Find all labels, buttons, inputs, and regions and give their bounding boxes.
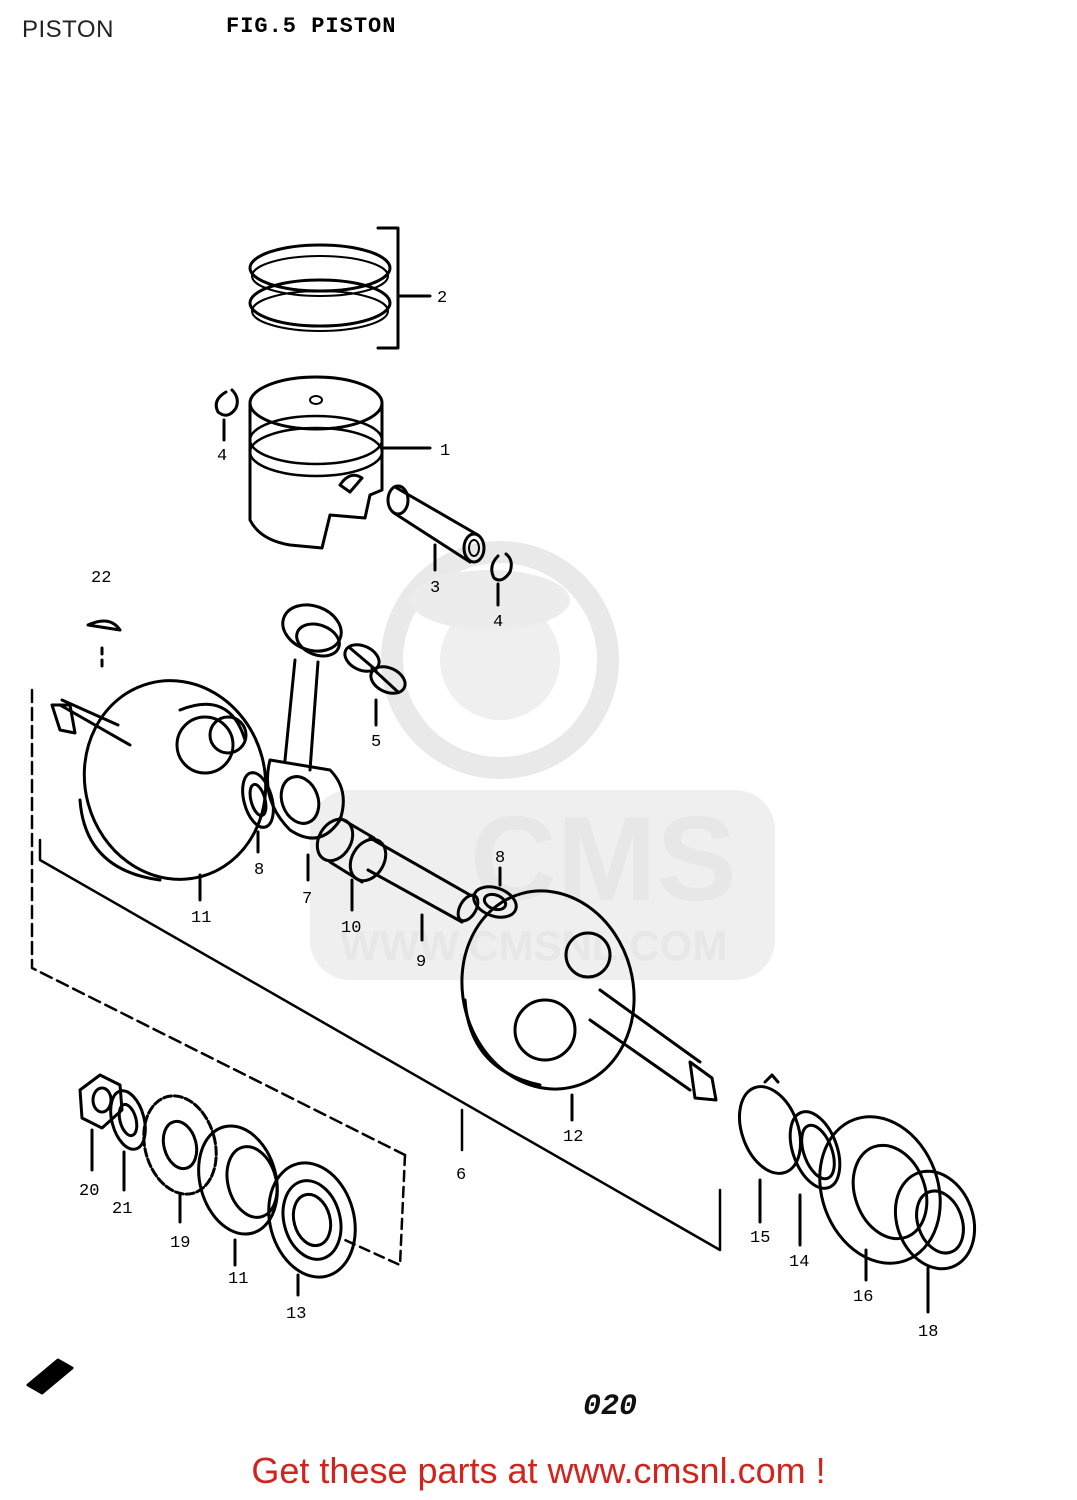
- spacer: [197, 1124, 279, 1267]
- callout-9: 9: [416, 953, 426, 972]
- crankpin-bearing: [315, 816, 388, 912]
- callout-19: 19: [170, 1234, 190, 1253]
- callout-4-right: 4: [493, 613, 503, 632]
- callout-18: 18: [918, 1323, 938, 1342]
- watermark-url: WWW.CMSNL.COM: [340, 922, 727, 969]
- thrust-washer-left: [241, 771, 275, 854]
- connecting-rod: [266, 603, 345, 882]
- watermark: CMS WWW.CMSNL.COM: [310, 541, 775, 980]
- shim: [738, 1073, 802, 1224]
- callout-8-left: 8: [254, 861, 264, 880]
- main-bearing-right: [818, 1115, 942, 1282]
- oil-seal-outer: [893, 1169, 977, 1314]
- parts-link-banner[interactable]: Get these parts at www.cmsnl.com !: [251, 1450, 826, 1491]
- watermark-brand: CMS: [470, 792, 737, 926]
- piston: [248, 375, 432, 550]
- callout-5: 5: [371, 733, 381, 752]
- section-label: PISTON: [22, 16, 114, 43]
- callout-2: 2: [437, 289, 447, 308]
- primary-drive-gear: [142, 1094, 218, 1224]
- piston-rings: [248, 226, 432, 350]
- callout-1: 1: [440, 442, 450, 461]
- figure-title: FIG.5 PISTON: [226, 14, 397, 39]
- callout-11-upper: 11: [191, 909, 211, 928]
- callout-21: 21: [112, 1200, 132, 1219]
- crankshaft-left: [50, 679, 268, 902]
- nut: [78, 1073, 124, 1172]
- callout-16: 16: [853, 1288, 873, 1307]
- assembly-bracket: [30, 688, 722, 1267]
- callout-8-right: 8: [495, 849, 505, 868]
- callout-14: 14: [789, 1253, 809, 1272]
- piston-pin-clip-left: [214, 388, 239, 442]
- woodruff-key: [86, 619, 122, 674]
- callout-20: 20: [79, 1182, 99, 1201]
- front-arrow-icon: [26, 1358, 74, 1395]
- crankshaft-right: [460, 889, 718, 1122]
- callout-15: 15: [750, 1229, 770, 1248]
- callout-7: 7: [302, 890, 312, 909]
- callout-6: 6: [456, 1166, 466, 1185]
- piston-pin: [386, 484, 486, 572]
- washer: [109, 1089, 147, 1192]
- small-end-bearing: [343, 643, 407, 727]
- callout-11-lower: 11: [228, 1270, 248, 1289]
- callout-4-left: 4: [217, 447, 227, 466]
- callout-13: 13: [286, 1305, 306, 1324]
- callout-3: 3: [430, 579, 440, 598]
- piston-pin-clip-right: [490, 552, 513, 607]
- callout-labels: 1 2 3 4 4 5 6 7 8 8 9 10 11 11 12 13 14 …: [79, 289, 938, 1342]
- oil-seal: [788, 1110, 842, 1247]
- main-bearing-left: [267, 1161, 357, 1297]
- callout-12: 12: [563, 1128, 583, 1147]
- page-number: 020: [583, 1390, 638, 1424]
- callout-10: 10: [341, 919, 361, 938]
- callout-22: 22: [91, 569, 111, 588]
